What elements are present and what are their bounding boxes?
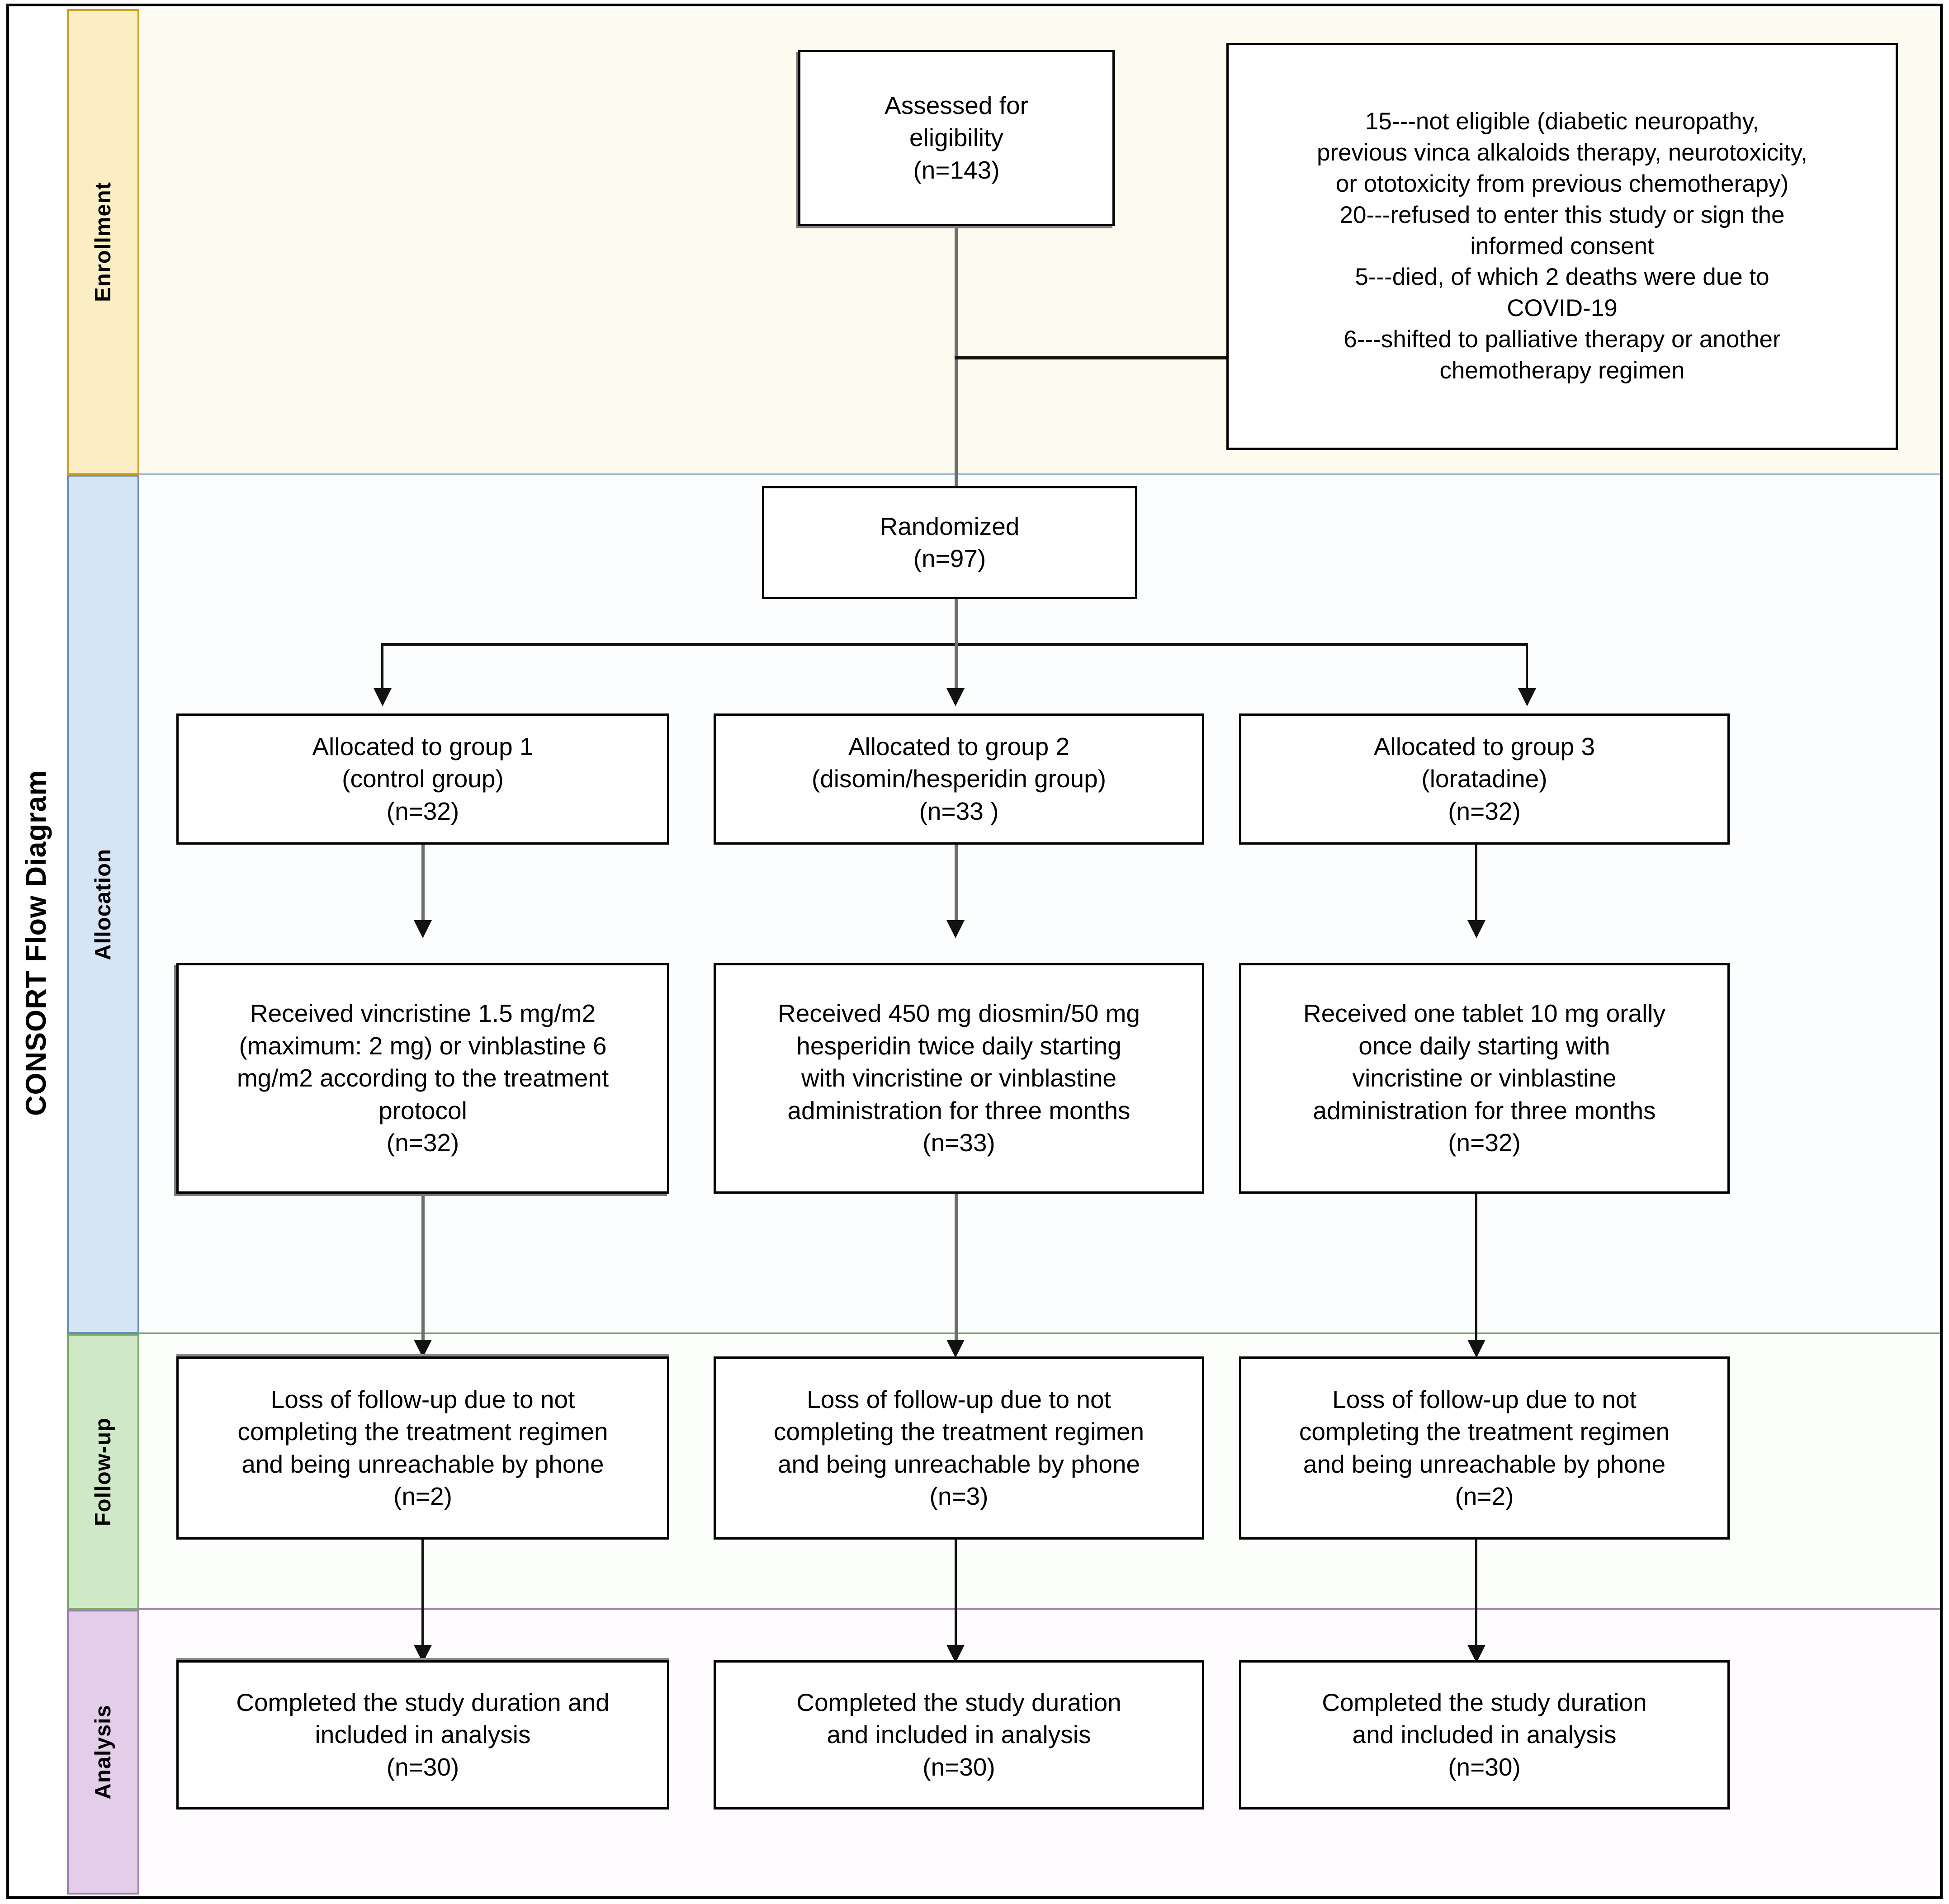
diagram-title: CONSORT Flow Diagram (20, 770, 52, 1116)
box-excluded-reasons: 15---not eligible (diabetic neuropathy, … (1226, 43, 1898, 450)
diagram-outer-frame (6, 4, 1943, 1899)
box-assessed-for-eligibility: Assessed for eligibility (n=143) (798, 50, 1115, 226)
box-randomized: Randomized (n=97) (762, 486, 1137, 599)
box-allocated-group-3: Allocated to group 3 (loratadine) (n=32) (1239, 713, 1730, 845)
arrow-to-received-group-1 (414, 920, 432, 938)
connector-received3-to-followup3 (1475, 1194, 1477, 1350)
box-analysis-group-1: Completed the study duration and include… (176, 1660, 669, 1810)
phase-band-label-followup: Follow-up (91, 1417, 115, 1526)
phase-band-label-allocation: Allocation (91, 848, 115, 960)
box-received-group-2: Received 450 mg diosmin/50 mg hesperidin… (714, 963, 1204, 1194)
box-followup-group-1: Loss of follow-up due to not completing … (176, 1356, 669, 1540)
arrow-to-allocated-group-2 (946, 688, 965, 706)
connector-assessed-to-excluded (955, 356, 1228, 359)
arrow-to-followup-group-2 (946, 1340, 965, 1358)
box-received-group-1: Received vincristine 1.5 mg/m2 (maximum:… (176, 963, 669, 1194)
connector-alloc3-to-received3 (1475, 845, 1477, 931)
box-allocated-group-2: Allocated to group 2 (disomin/hesperidin… (714, 713, 1204, 845)
arrow-to-allocated-group-1 (374, 688, 392, 706)
arrow-to-followup-group-1 (414, 1340, 432, 1358)
connector-alloc2-to-received2 (955, 845, 958, 931)
connector-received2-to-followup2 (955, 1194, 958, 1350)
phase-band-label-enrollment: Enrollment (91, 182, 115, 302)
phase-band-analysis: Analysis (67, 1610, 139, 1895)
phase-band-allocation: Allocation (67, 475, 139, 1334)
box-analysis-group-2: Completed the study duration and include… (714, 1660, 1204, 1810)
box-analysis-group-3: Completed the study duration and include… (1239, 1660, 1730, 1810)
connector-assessed-to-randomized (955, 226, 958, 497)
phase-band-followup: Follow-up (67, 1334, 139, 1610)
box-allocated-group-1: Allocated to group 1 (control group) (n=… (176, 713, 669, 845)
connector-received1-to-followup1 (421, 1194, 425, 1350)
connector-followup1-to-analysis1 (421, 1540, 424, 1655)
arrow-to-received-group-3 (1467, 920, 1485, 938)
connector-followup3-to-analysis3 (1475, 1540, 1477, 1655)
phase-band-enrollment: Enrollment (67, 9, 139, 475)
box-followup-group-3: Loss of follow-up due to not completing … (1239, 1356, 1730, 1540)
box-received-group-3: Received one tablet 10 mg orally once da… (1239, 963, 1730, 1194)
connector-followup2-to-analysis2 (955, 1540, 957, 1655)
arrow-to-received-group-2 (946, 920, 965, 938)
arrow-to-followup-group-3 (1467, 1340, 1485, 1358)
connector-randomized-stem (955, 599, 958, 644)
connector-alloc1-to-received1 (421, 845, 425, 931)
arrow-to-allocated-group-3 (1518, 688, 1536, 706)
phase-band-label-analysis: Analysis (91, 1705, 115, 1800)
box-followup-group-2: Loss of follow-up due to not completing … (714, 1356, 1204, 1540)
